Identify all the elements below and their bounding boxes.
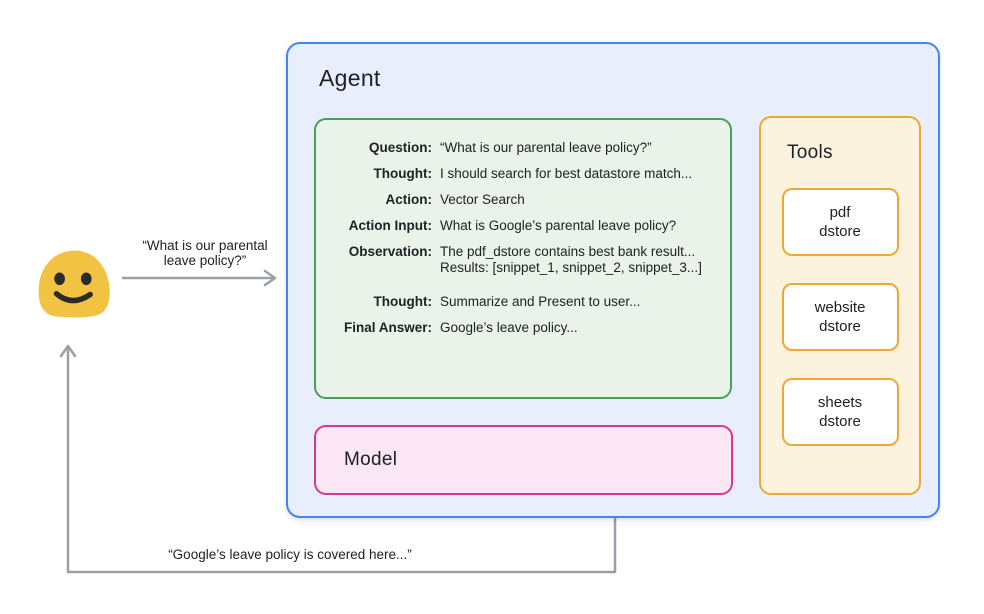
smiley-head	[38, 250, 110, 318]
trace-value: I should search for best datastore match…	[440, 166, 693, 181]
model-title: Model	[344, 449, 398, 470]
tool-item-line2: dstore	[819, 223, 861, 240]
reasoning-trace-box: Question: “What is our parental leave po…	[314, 118, 732, 399]
model-box: Model	[314, 425, 733, 495]
agent-box: Agent Question: “What is our parental le…	[286, 42, 940, 518]
trace-row-observation: Observation: The pdf_dstore contains bes…	[316, 244, 720, 260]
trace-label: Action:	[385, 192, 433, 207]
trace-row-question: Question: “What is our parental leave po…	[316, 140, 720, 156]
tool-item-website-dstore: website dstore	[781, 283, 899, 351]
smiley-left-eye	[54, 272, 65, 286]
trace-row-thought-2: Thought: Summarize and Present to user..…	[316, 294, 720, 310]
tool-item-pdf-dstore: pdf dstore	[781, 188, 899, 256]
tool-item-line1: website	[814, 299, 866, 316]
trace-label: Action Input:	[348, 218, 432, 233]
smiley-mouth	[53, 290, 93, 304]
tool-item-line1: sheets	[817, 394, 863, 411]
trace-label	[316, 260, 432, 276]
trace-row-observation-results: Results: [snippet_1, snippet_2, snippet_…	[316, 260, 720, 276]
user-query-arrow	[121, 269, 277, 287]
agent-title: Agent	[319, 65, 381, 91]
agent-response-text: “Google’s leave policy is covered here..…	[168, 547, 412, 562]
trace-row-thought-1: Thought: I should search for best datast…	[316, 166, 720, 182]
trace-label: Thought:	[373, 294, 432, 309]
trace-value: “What is our parental leave policy?”	[440, 140, 652, 155]
tools-title: Tools	[787, 142, 833, 163]
trace-value: The pdf_dstore contains best bank result…	[440, 244, 696, 259]
tool-item-line1: pdf	[829, 204, 851, 221]
tool-item-line2: dstore	[819, 413, 861, 430]
smiley-right-eye	[80, 272, 92, 286]
tool-item-line2: dstore	[819, 318, 861, 335]
trace-label: Observation:	[348, 244, 432, 259]
trace-label: Thought:	[373, 166, 432, 181]
trace-value: Vector Search	[440, 192, 525, 207]
trace-row-final-answer: Final Answer: Google’s leave policy...	[316, 320, 720, 336]
trace-value: What is Google’s parental leave policy?	[440, 218, 677, 233]
trace-value: Summarize and Present to user...	[440, 294, 641, 309]
trace-row-action-input: Action Input: What is Google’s parental …	[316, 218, 720, 234]
tools-box: Tools pdf dstore website dstore sheets d…	[759, 116, 921, 495]
trace-value: Results: [snippet_1, snippet_2, snippet_…	[440, 260, 702, 275]
trace-label: Question:	[369, 140, 432, 155]
trace-label: Final Answer:	[343, 320, 432, 335]
trace-value: Google’s leave policy...	[440, 320, 578, 335]
user-query-line2: leave policy?”	[163, 253, 247, 268]
user-query-text: “What is our parental leave policy?”	[128, 238, 282, 268]
user-query-line1: “What is our parental	[142, 238, 268, 253]
tool-item-sheets-dstore: sheets dstore	[781, 378, 899, 446]
user-smiley-icon	[38, 250, 110, 318]
trace-row-action: Action: Vector Search	[316, 192, 720, 208]
